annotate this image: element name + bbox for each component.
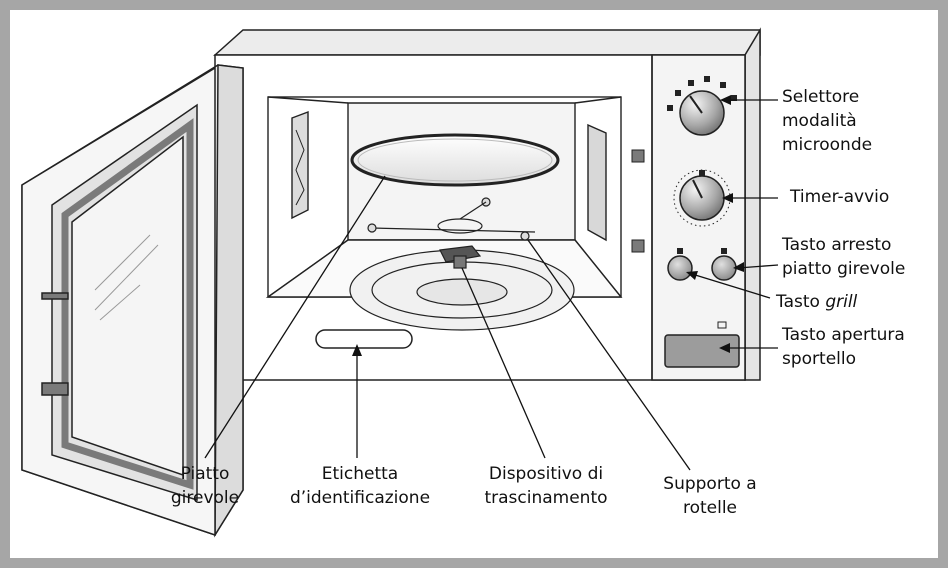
microwave-door xyxy=(21,64,244,538)
label-door-open-line1: Tasto apertura xyxy=(782,325,905,345)
label-roller-ring-line2: rotelle xyxy=(682,498,738,518)
label-roller-ring: Supporto a rotelle xyxy=(655,472,765,520)
label-mode-selector: Selettore modalità microonde xyxy=(782,85,872,157)
label-drive-coupler-line1: Dispositivo di xyxy=(488,464,604,484)
label-timer-text: Timer-avvio xyxy=(790,187,890,207)
door-open-button[interactable] xyxy=(664,334,740,368)
label-turntable-stop: Tasto arresto piatto girevole xyxy=(782,233,905,281)
label-drive-coupler: Dispositivo di trascinamento xyxy=(476,462,616,510)
label-grill-prefix: Tasto xyxy=(776,292,826,312)
leader-arrowheads xyxy=(352,95,744,356)
label-grill-word: grill xyxy=(825,292,858,312)
label-turntable-stop-line1: Tasto arresto xyxy=(782,235,892,255)
drive-coupler xyxy=(439,245,482,269)
label-door-open: Tasto apertura sportello xyxy=(782,323,905,371)
label-mode-selector-line2: modalità xyxy=(782,111,857,131)
roller-ring xyxy=(349,197,575,331)
label-id-label-line1: Etichetta xyxy=(321,464,399,484)
label-drive-coupler-line2: trascinamento xyxy=(484,488,608,508)
label-turntable-plate: Piatto girevole xyxy=(150,462,260,510)
label-id-label-line2: d’identificazione xyxy=(289,488,431,508)
label-turntable-stop-line2: piatto girevole xyxy=(782,259,906,279)
label-roller-ring-line1: Supporto a xyxy=(663,474,757,494)
label-timer: Timer-avvio xyxy=(790,185,889,209)
turntable-stop-button[interactable] xyxy=(711,255,737,281)
timer-dial-ticks xyxy=(699,170,705,177)
label-door-open-line2: sportello xyxy=(782,349,857,369)
turntable-plate xyxy=(350,133,560,187)
mode-selector-icons xyxy=(667,76,737,111)
label-turntable-plate-line1: Piatto xyxy=(180,464,230,484)
label-id-label: Etichetta d’identificazione xyxy=(280,462,440,510)
label-turntable-plate-line2: girevole xyxy=(170,488,240,508)
label-grill: Tasto grill xyxy=(776,290,857,314)
label-mode-selector-line1: Selettore xyxy=(782,87,860,107)
id-label-slot xyxy=(315,329,413,349)
leader-lines xyxy=(204,99,779,471)
label-mode-selector-line3: microonde xyxy=(782,135,873,155)
grill-button[interactable] xyxy=(667,255,693,281)
